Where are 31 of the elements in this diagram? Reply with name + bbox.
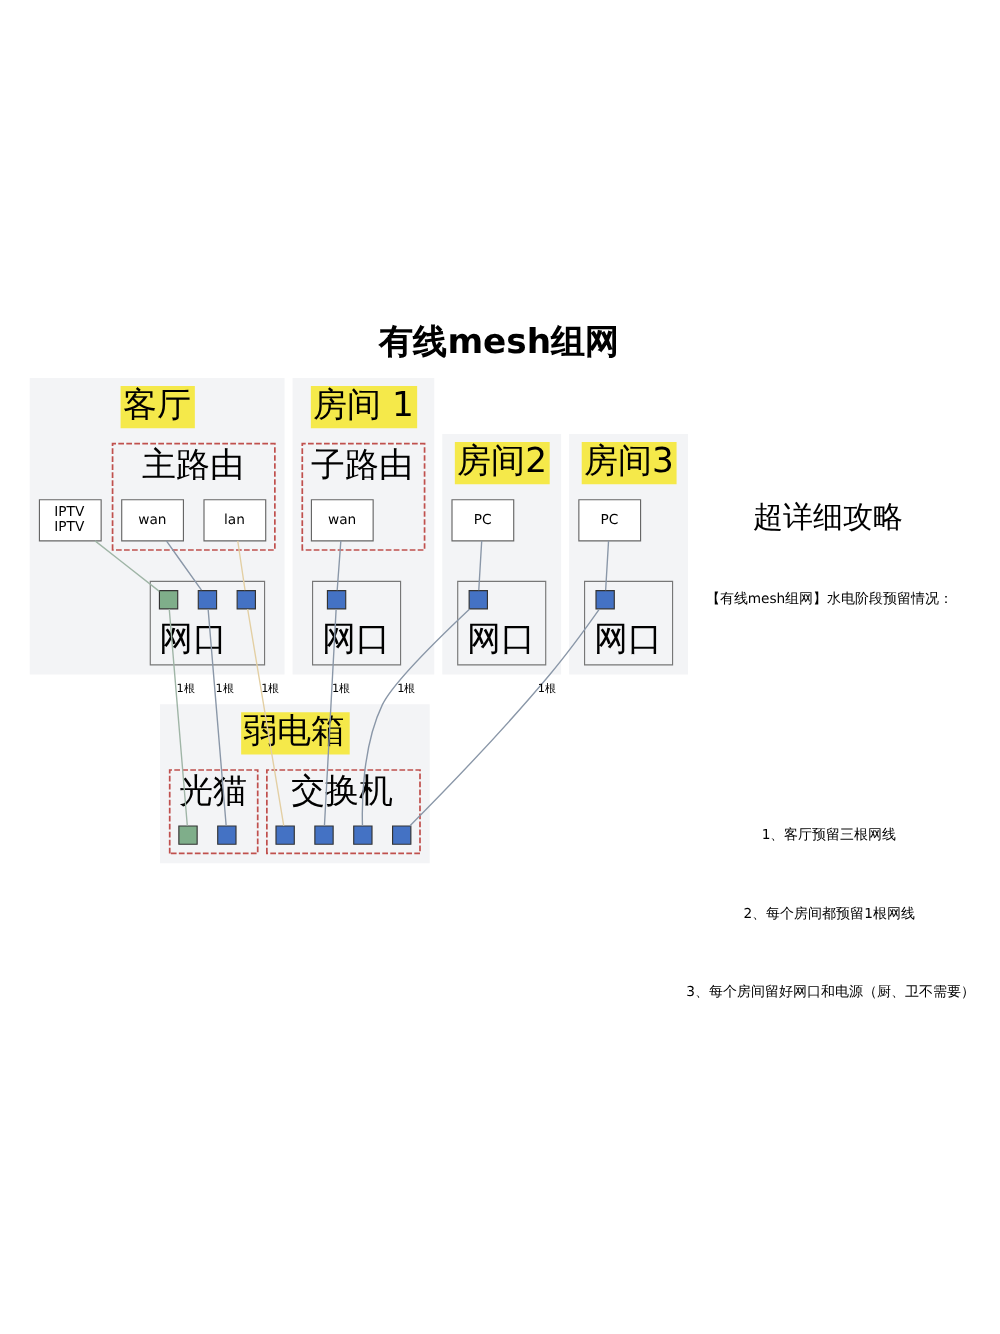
connector bbox=[247, 607, 285, 826]
connector bbox=[478, 539, 483, 590]
connector bbox=[207, 607, 227, 826]
node-box bbox=[595, 589, 615, 609]
connector bbox=[94, 539, 161, 592]
node-box bbox=[178, 824, 198, 844]
cluster: 网口 bbox=[457, 579, 547, 665]
diagram-title: 有线mesh组网 bbox=[379, 322, 620, 363]
connector bbox=[237, 539, 246, 590]
connector bbox=[168, 607, 188, 826]
cluster: 网口 bbox=[149, 579, 266, 665]
node-box bbox=[275, 824, 295, 844]
node-box bbox=[314, 824, 334, 844]
node-box bbox=[236, 589, 256, 609]
cluster: 网口 bbox=[312, 579, 402, 665]
connector bbox=[604, 539, 610, 590]
node-box bbox=[468, 589, 488, 609]
connector bbox=[361, 607, 471, 826]
cluster: 光猫 bbox=[168, 768, 259, 854]
connector bbox=[323, 607, 337, 826]
node-box bbox=[197, 589, 218, 609]
cluster: 交换机 bbox=[266, 768, 421, 854]
node-box bbox=[158, 589, 179, 609]
node-box bbox=[326, 589, 347, 609]
node-box bbox=[353, 824, 373, 844]
node-box bbox=[217, 824, 237, 844]
node-box bbox=[392, 824, 412, 844]
connector bbox=[336, 539, 342, 590]
label: 超详细攻略 bbox=[752, 498, 903, 535]
cluster: 网口 bbox=[584, 579, 674, 665]
connector bbox=[165, 539, 203, 590]
